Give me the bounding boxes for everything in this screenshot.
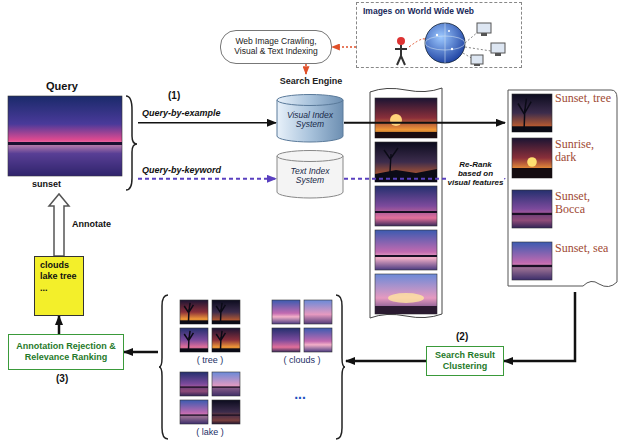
database-label: Visual Index System: [279, 111, 341, 130]
database-cylinder: Visual Index System: [276, 94, 344, 142]
flow-arrow: [124, 351, 158, 354]
process-box: Web Image Crawling, Visual & Text Indexi…: [220, 30, 332, 64]
callout-number: (3): [56, 373, 68, 384]
result-tags: Sunset, tree: [555, 92, 615, 105]
edge-label: Annotate: [72, 219, 111, 229]
edge-label: Re-Rank based on visual features: [447, 160, 504, 188]
cluster-label: ( lake ): [178, 427, 242, 437]
cluster-thumbnails: [158, 292, 346, 442]
result-image-strip: [366, 84, 446, 322]
flow-arrow: [58, 316, 61, 334]
flow-arrow: [504, 292, 575, 361]
database-label: Text Index System: [279, 167, 341, 186]
query-panel: Query sunset: [8, 80, 138, 194]
web-source-panel: Images on World Wide Web: [356, 2, 522, 68]
query-image: [8, 80, 138, 194]
flow-arrow: [346, 360, 426, 363]
callout-number: (1): [168, 90, 180, 101]
process-box: Search Result Clustering: [426, 346, 504, 376]
edge-label: Query-by-example: [142, 108, 221, 118]
result-tags: Sunset, Bocca: [555, 190, 615, 216]
process-label: Annotation Rejection & Relevance Ranking: [14, 341, 118, 363]
crawl-arrow: [332, 46, 356, 48]
scroll-paper: [505, 86, 619, 292]
edge-label: Query-by-keyword: [142, 165, 221, 175]
result-arrow: [344, 122, 505, 124]
cluster-label: ( clouds ): [266, 355, 338, 365]
panel-heading: Images on World Wide Web: [363, 6, 474, 16]
query-keyword: sunset: [32, 179, 61, 189]
query-arrow: [138, 178, 276, 180]
process-label: Search Result Clustering: [432, 350, 498, 372]
group-heading: Search Engine: [264, 76, 358, 86]
process-box: Annotation Rejection & Relevance Ranking: [8, 334, 124, 370]
database-cylinder: Text Index System: [276, 150, 344, 198]
query-heading: Query: [46, 80, 78, 92]
annotation-note: clouds lake tree ...: [34, 256, 84, 316]
index-arrow: [305, 64, 307, 74]
result-tags: Sunrise, dark: [555, 138, 615, 164]
cluster-label: ( tree ): [178, 355, 242, 365]
callout-number: (2): [456, 331, 468, 342]
more-clusters: ...: [270, 386, 330, 402]
query-arrow: [138, 122, 276, 124]
process-label: Web Image Crawling, Visual & Text Indexi…: [227, 37, 325, 57]
cluster-group: ( tree ) ( clouds ) ( lake )...: [158, 292, 346, 442]
ranked-result-scroll: Sunset, treeSunrise, darkSunset, BoccaSu…: [505, 86, 619, 292]
annotation-words: clouds lake tree ...: [40, 260, 78, 294]
result-tags: Sunset, sea: [555, 242, 615, 255]
annotate-arrow: [49, 194, 69, 256]
search-engine-group: Search EngineVisual Index SystemText Ind…: [264, 74, 358, 202]
